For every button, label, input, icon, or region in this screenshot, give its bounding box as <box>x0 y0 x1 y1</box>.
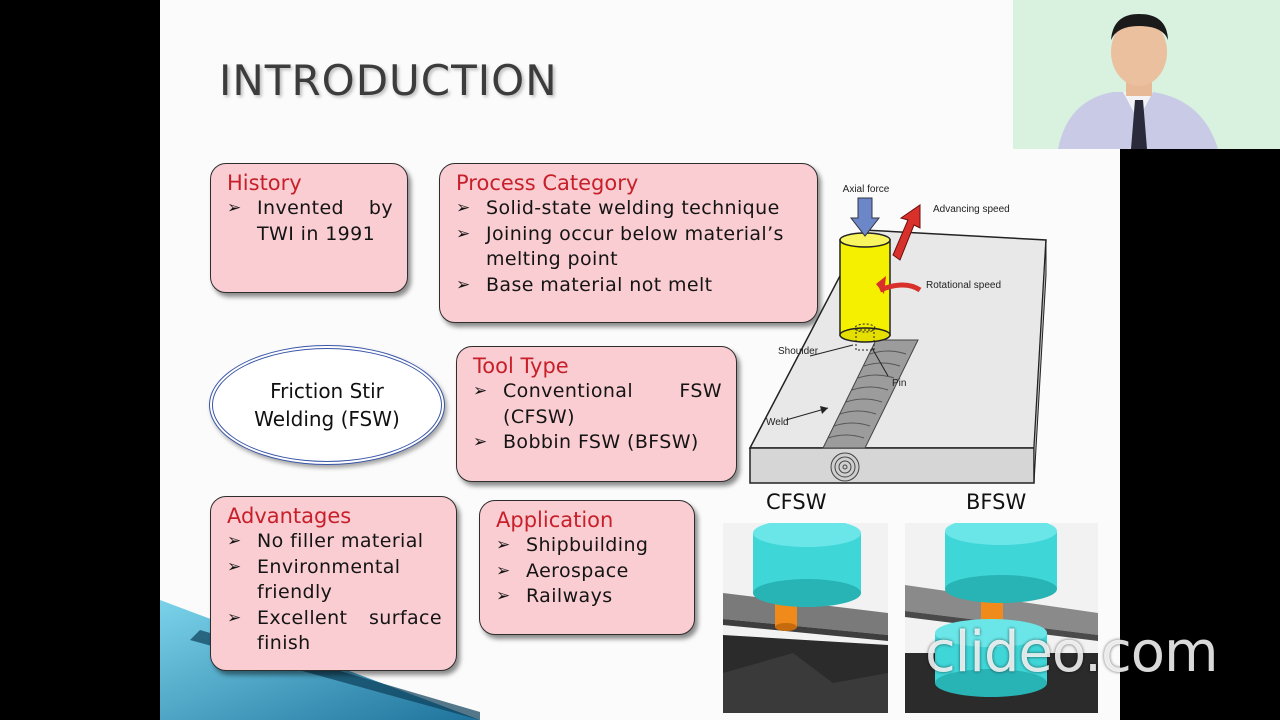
tool-type-heading: Tool Type <box>473 354 569 378</box>
process-item: Joining occur below material’s melting p… <box>456 222 803 273</box>
tool-type-box: Tool Type Conventional FSW (CFSW) Bobbin… <box>456 346 737 482</box>
rotational-speed-label: Rotational speed <box>926 280 1001 291</box>
bfsw-label: BFSW <box>966 490 1027 514</box>
slide-title: INTRODUCTION <box>219 56 558 105</box>
cfsw-label: CFSW <box>766 490 827 514</box>
fsw-diagram: Axial force Advancing speed Rotational s… <box>748 184 1047 484</box>
history-box: History Invented by TWI in 1991 <box>210 163 408 293</box>
center-oval: Friction Stir Welding (FSW) <box>209 345 445 465</box>
presenter-avatar <box>1013 0 1280 149</box>
weld-label: Weld <box>766 417 789 428</box>
process-category-box: Process Category Solid-state welding tec… <box>439 163 818 323</box>
advantages-item: No filler material <box>227 529 442 555</box>
tool-item: Bobbin FSW (BFSW) <box>473 430 722 456</box>
center-label: Friction Stir Welding (FSW) <box>254 379 400 431</box>
process-category-heading: Process Category <box>456 171 639 195</box>
tool-item: Conventional FSW (CFSW) <box>473 379 722 430</box>
advancing-speed-label: Advancing speed <box>933 204 1010 215</box>
application-item: Shipbuilding <box>496 533 680 559</box>
advantages-heading: Advantages <box>227 504 352 528</box>
presentation-slide: INTRODUCTION History Invented by TWI in … <box>160 0 1120 720</box>
advantages-box: Advantages No filler material Environmen… <box>210 496 457 671</box>
clideo-watermark: clideo.com <box>925 620 1219 685</box>
advantages-item: Excellent surface finish <box>227 606 442 657</box>
shoulder-label: Shoulder <box>778 346 819 357</box>
application-heading: Application <box>496 508 614 532</box>
axial-force-label: Axial force <box>843 184 890 195</box>
application-item: Railways <box>496 584 680 610</box>
cfsw-render-image <box>723 523 888 713</box>
history-item: Invented by TWI in 1991 <box>227 196 393 247</box>
pin-label: Pin <box>892 378 906 389</box>
history-heading: History <box>227 171 302 195</box>
process-item: Base material not melt <box>456 273 803 299</box>
advantages-item: Environmental friendly <box>227 555 442 606</box>
process-item: Solid-state welding technique <box>456 196 803 222</box>
bfsw-render-image <box>905 523 1098 713</box>
presenter-webcam <box>1013 0 1280 149</box>
application-item: Aerospace <box>496 559 680 585</box>
application-box: Application Shipbuilding Aerospace Railw… <box>479 500 695 635</box>
